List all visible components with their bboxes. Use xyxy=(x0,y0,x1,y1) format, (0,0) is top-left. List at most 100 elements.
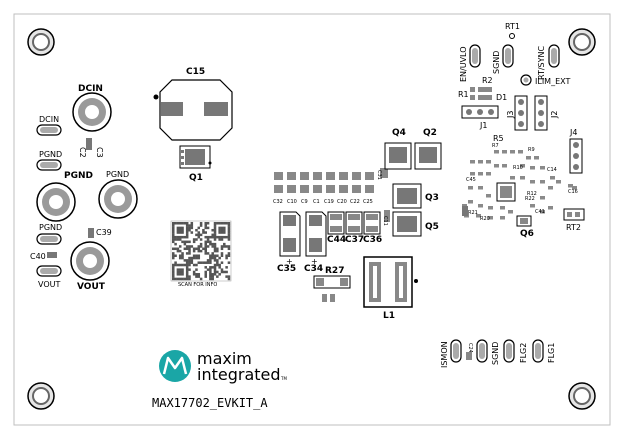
q3-label: Q3 xyxy=(425,193,439,203)
pgnd-terminal-left xyxy=(36,182,76,222)
board-outline xyxy=(13,13,611,426)
c19-label: C19 xyxy=(324,199,334,205)
pgnd-testpoint-bottom xyxy=(36,233,62,245)
c14-label: C14 xyxy=(547,167,557,173)
pgnd-testpoint-top-label: PGND xyxy=(39,150,62,159)
controller-ic-cluster xyxy=(462,150,577,220)
c24-footprint xyxy=(466,352,472,360)
sgnd-top-testpoint xyxy=(502,44,514,68)
r20-label: R20 xyxy=(480,216,490,222)
q2-label: Q2 xyxy=(423,128,437,138)
mounting-hole-top-right xyxy=(568,28,596,56)
c2-label: C2 xyxy=(78,147,87,158)
mounting-hole-bottom-left xyxy=(27,382,55,410)
q1-transistor xyxy=(179,145,212,169)
c2-c3-footprint xyxy=(86,138,92,150)
c35-label: C35 xyxy=(277,264,296,274)
q5-label: Q5 xyxy=(425,222,439,232)
logo-word-maxim: maxim xyxy=(197,349,252,368)
en-uvlo-testpoint xyxy=(469,44,481,68)
c34-label: C34 xyxy=(304,264,323,274)
c34-capacitor xyxy=(305,211,327,257)
mounting-hole-bottom-right xyxy=(568,382,596,410)
c35-capacitor xyxy=(279,211,301,257)
rt-sync-label: RT/SYNC xyxy=(537,45,546,80)
pgnd-testpoint-top xyxy=(36,159,62,171)
c44-c37-c36-capacitors xyxy=(327,211,381,235)
rt1-label: RT1 xyxy=(505,22,520,31)
r21-label: R21 xyxy=(468,210,478,216)
controller-ic xyxy=(496,182,516,202)
q3-transistor xyxy=(392,183,422,209)
sgnd-top-label: SGND xyxy=(492,51,501,74)
c36-label: C36 xyxy=(363,235,382,245)
rt1-hole xyxy=(509,33,515,39)
c35-plus: + xyxy=(286,257,293,266)
r2-label: R2 xyxy=(482,76,493,85)
r5-label: R5 xyxy=(493,134,504,143)
c10-label: C10 xyxy=(287,199,297,205)
c11-label: C11 xyxy=(382,216,388,226)
pgnd-testpoint-bottom-label: PGND xyxy=(39,223,62,232)
c37-label: C37 xyxy=(345,235,364,245)
c40-label: C40 xyxy=(30,252,46,261)
r27-label: R27 xyxy=(325,266,344,276)
c44-label: C44 xyxy=(327,235,346,245)
dcin-testpoint-label: DCIN xyxy=(39,115,59,124)
flg1-testpoint xyxy=(532,339,544,363)
c41-label: C41 xyxy=(535,209,545,215)
c20-label: C20 xyxy=(337,199,347,205)
j2-label: J2 xyxy=(550,111,559,119)
q2-transistor xyxy=(414,142,442,170)
r7-label: R7 xyxy=(492,143,499,149)
flg2-testpoint xyxy=(503,339,515,363)
c39-footprint xyxy=(88,228,94,238)
ilim-ext-testpoint xyxy=(520,74,532,86)
maxim-logo xyxy=(159,350,191,382)
pgnd-terminal-right xyxy=(98,179,138,219)
dcin-terminal xyxy=(72,92,112,132)
c9-label: C9 xyxy=(301,199,308,205)
vout-testpoint-label: VOUT xyxy=(38,280,60,289)
j4-label: J4 xyxy=(569,128,577,137)
q4-label: Q4 xyxy=(392,128,406,138)
vout-terminal xyxy=(70,241,110,281)
logo-tm: TM xyxy=(280,376,287,381)
q4-transistor xyxy=(384,142,412,170)
r27-resistor xyxy=(313,275,351,302)
c39-label: C39 xyxy=(96,228,112,237)
rt2-testpoint xyxy=(563,208,585,221)
c1-label: C1 xyxy=(313,199,320,205)
pgnd-terminal-right-label: PGND xyxy=(106,170,129,179)
qr-caption: SCAN FOR INFO xyxy=(178,282,217,288)
c45-label: C45 xyxy=(466,177,476,183)
rt-sync-testpoint xyxy=(548,44,560,68)
j3-header xyxy=(514,95,528,131)
c16-label: C16 xyxy=(568,189,578,195)
sgnd-bottom-label: SGND xyxy=(491,342,500,365)
d1-label: D1 xyxy=(496,93,507,102)
dcin-terminal-label: DCIN xyxy=(78,84,103,94)
pgnd-terminal-left-label: PGND xyxy=(64,171,93,181)
mounting-hole-top-left xyxy=(27,28,55,56)
l1-label: L1 xyxy=(383,311,395,321)
vout-terminal-label: VOUT xyxy=(77,282,106,292)
c24-label: C24 xyxy=(467,343,473,353)
q6-label: Q6 xyxy=(520,229,534,239)
flg2-label: FLG2 xyxy=(519,343,528,363)
rt2-label: RT2 xyxy=(566,223,581,232)
board-name: MAX17702_EVKIT_A xyxy=(152,396,268,410)
q1-label: Q1 xyxy=(189,173,203,183)
r10-label: R10 xyxy=(513,165,523,171)
r1-r2-footprints xyxy=(470,87,492,100)
c32-label: C32 xyxy=(273,199,283,205)
j2-header xyxy=(534,95,548,131)
en-uvlo-label: EN/UVLO xyxy=(459,46,468,82)
flg1-label: FLG1 xyxy=(547,343,556,363)
c31-label: C31 xyxy=(376,170,382,180)
j1-label: J1 xyxy=(479,121,487,130)
qr-code xyxy=(170,220,232,282)
c3-label: C3 xyxy=(95,147,104,158)
q5-transistor xyxy=(392,211,422,237)
sgnd-bottom-testpoint xyxy=(476,339,488,363)
